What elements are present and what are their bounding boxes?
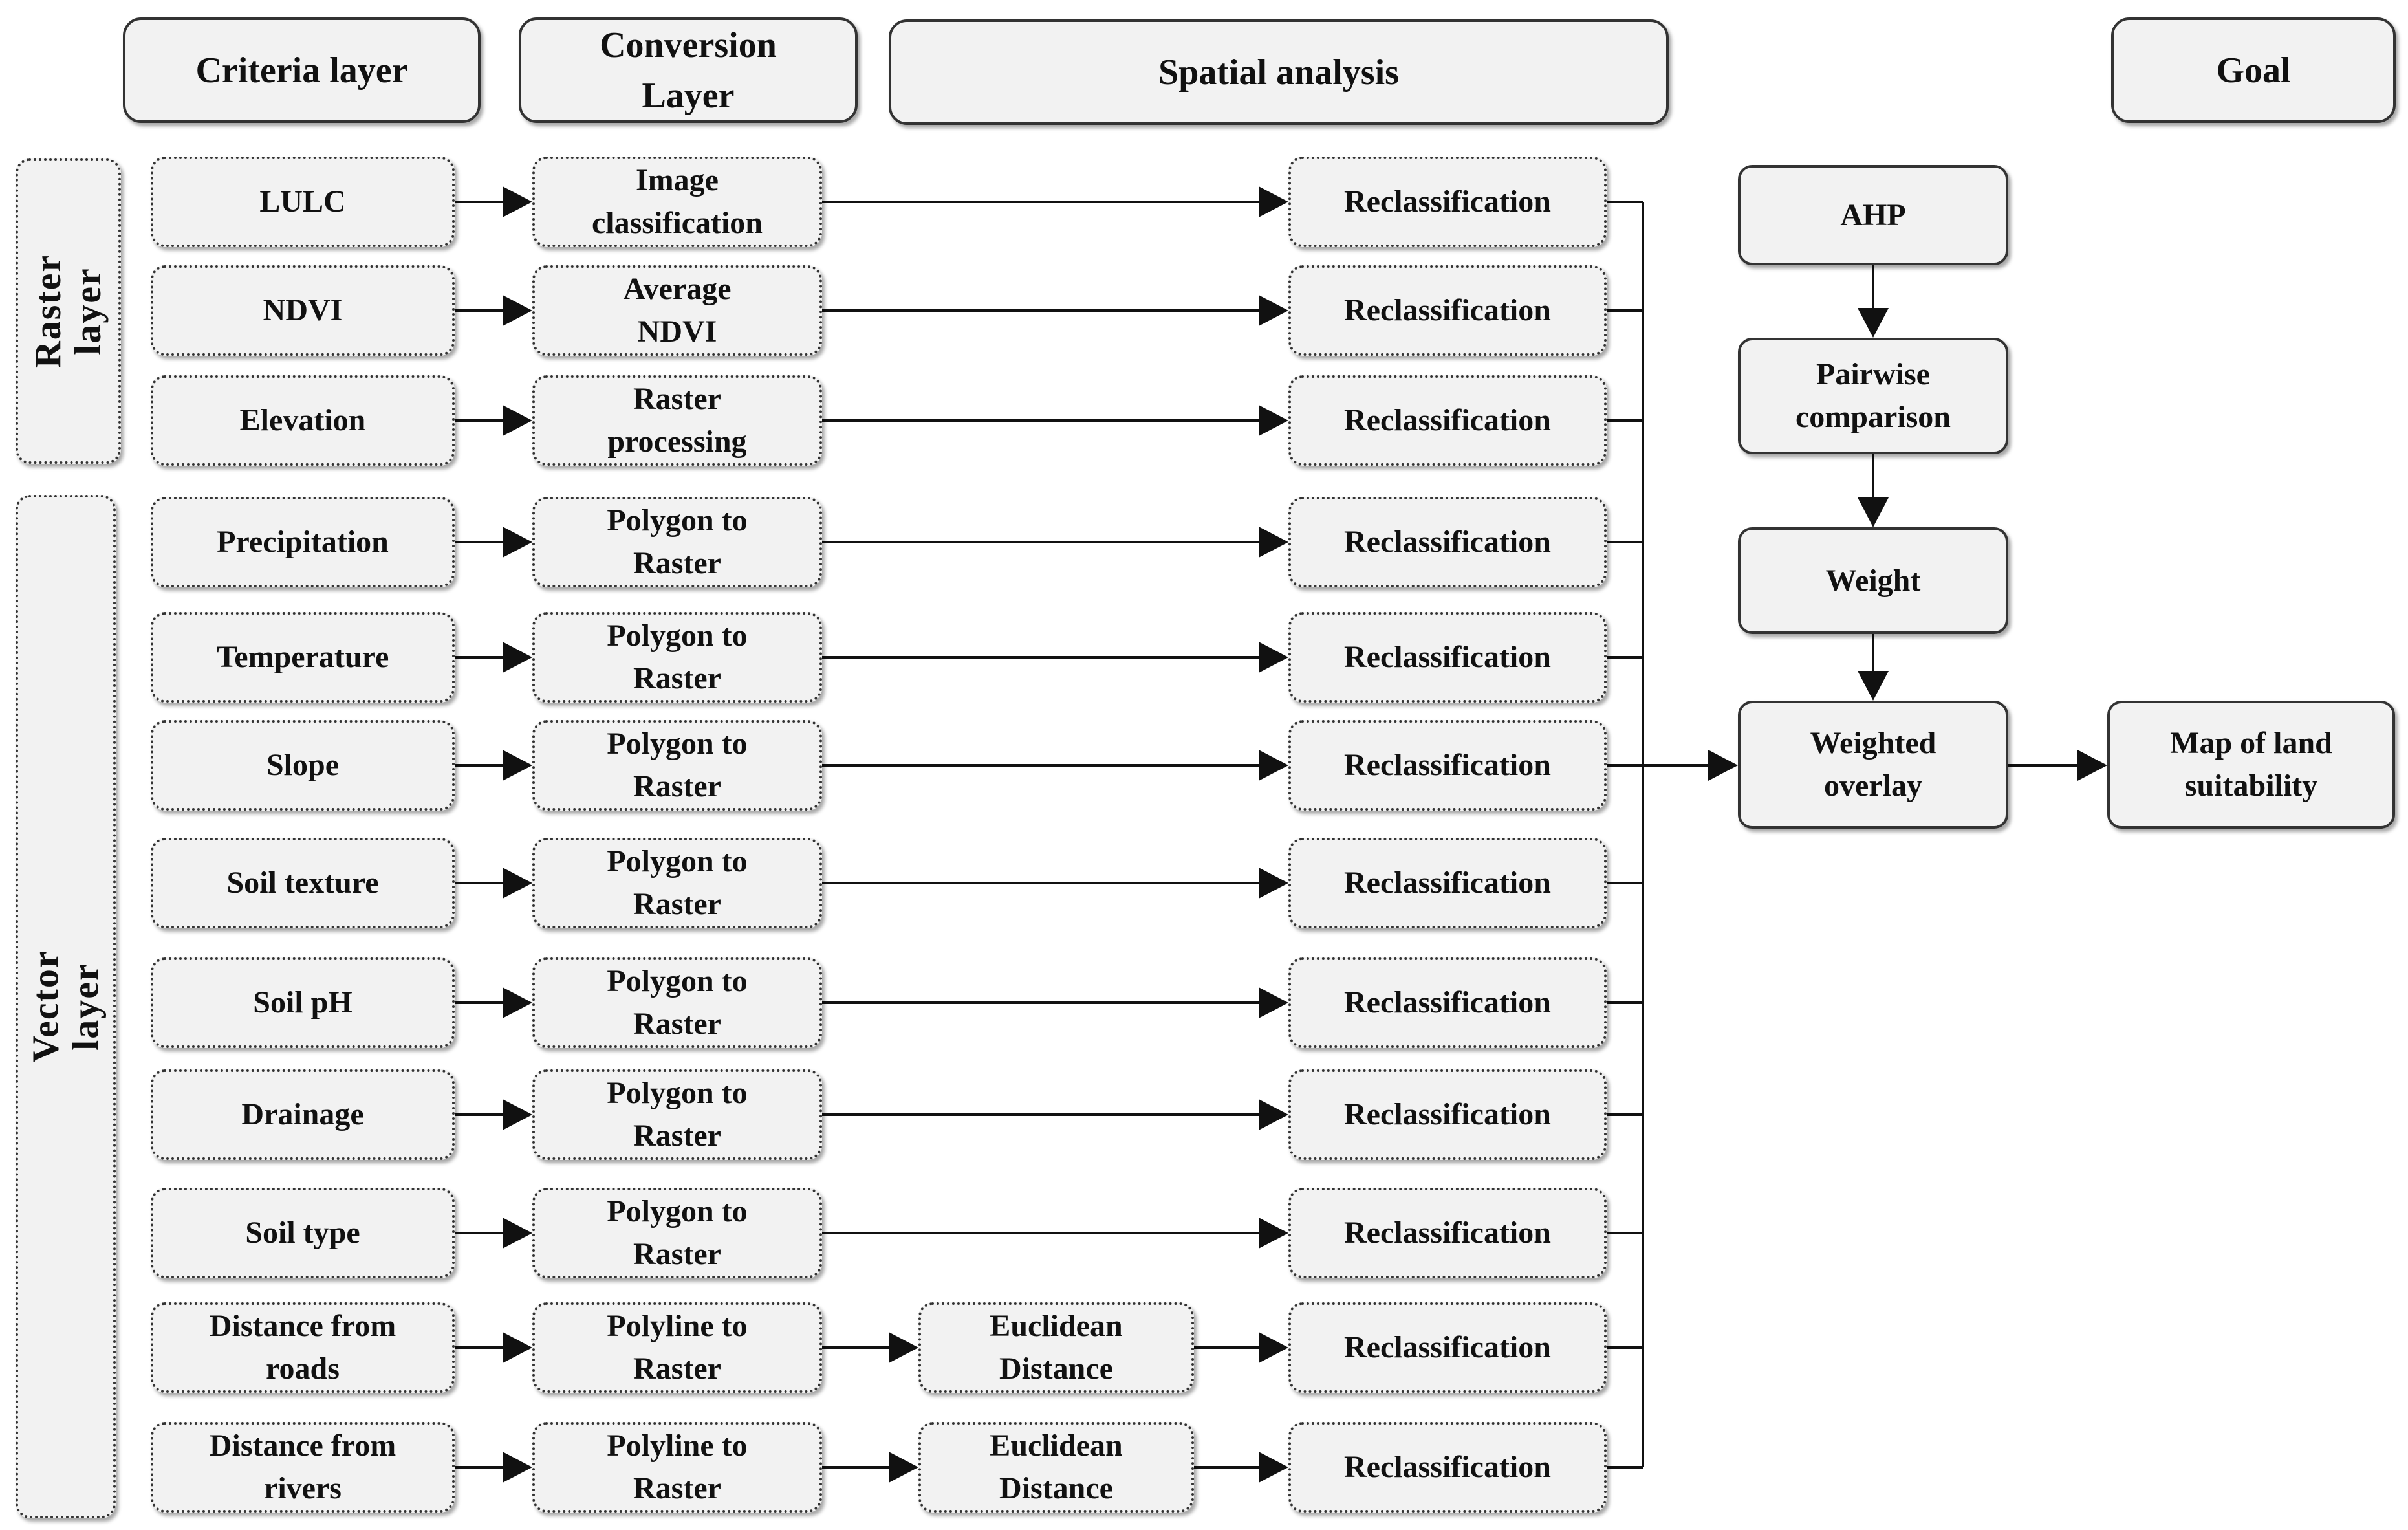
arrow-criteria-to-conversion-4-arrowhead	[503, 527, 532, 558]
arrow-criteria-to-conversion-11-arrowhead	[503, 1332, 532, 1363]
conversion-layer-header: Conversion Layer	[519, 17, 858, 123]
criteria-box-soil-ph: Soil pH	[151, 957, 455, 1048]
reclassification-box-8: Reclassification	[1288, 957, 1607, 1048]
arrow-conversion-to-reclass-4-arrowhead	[1259, 527, 1288, 558]
reclassification-box-7: Reclassification	[1288, 838, 1607, 928]
arrow-criteria-to-conversion-3-arrowhead	[503, 405, 532, 436]
criteria-box-soil-type: Soil type	[151, 1188, 455, 1278]
arrow-conversion-to-reclass-9-arrowhead	[1259, 1099, 1288, 1130]
arrow-criteria-to-conversion-12-arrowhead	[503, 1452, 532, 1483]
euclidean-distance-box-1: Euclidean Distance	[918, 1302, 1194, 1393]
spatial-analysis-header: Spatial analysis	[889, 19, 1669, 125]
conversion-box-8: Polygon to Raster	[532, 957, 822, 1048]
arrow-euclidean-to-reclass-2-arrowhead	[1259, 1452, 1288, 1483]
reclassification-box-4: Reclassification	[1288, 497, 1607, 587]
conversion-box-10: Polygon to Raster	[532, 1188, 822, 1278]
criteria-box-soil-texture: Soil texture	[151, 838, 455, 928]
conversion-box-2: Average NDVI	[532, 265, 822, 356]
arrow-criteria-to-conversion-6-arrowhead	[503, 750, 532, 781]
conversion-box-4: Polygon to Raster	[532, 497, 822, 587]
arrow-conversion-to-reclass-2-arrowhead	[1259, 295, 1288, 326]
reclassification-box-3: Reclassification	[1288, 375, 1607, 466]
arrow-criteria-to-conversion-5-arrowhead	[503, 642, 532, 673]
criteria-box-slope: Slope	[151, 720, 455, 811]
raster-layer-group: Raster layer	[16, 158, 121, 464]
conversion-box-11: Polyline to Raster	[532, 1302, 822, 1393]
arrow-criteria-to-conversion-8-arrowhead	[503, 987, 532, 1018]
criteria-box-distance-from-rivers: Distance from rivers	[151, 1422, 455, 1513]
arrow-conversion-to-reclass-7-arrowhead	[1259, 868, 1288, 899]
reclassification-box-1: Reclassification	[1288, 157, 1607, 247]
weighted-overlay-box: Weighted overlay	[1738, 701, 2008, 829]
vector-layer-group: Vector layer	[16, 495, 116, 1518]
arrow-conversion-to-euclidean-1-arrowhead	[889, 1332, 918, 1363]
arrow-conversion-to-reclass-6-arrowhead	[1259, 750, 1288, 781]
criteria-box-temperature: Temperature	[151, 612, 455, 703]
arrow-conversion-to-reclass-8-arrowhead	[1259, 987, 1288, 1018]
reclassification-box-10: Reclassification	[1288, 1188, 1607, 1278]
goal-header: Goal	[2111, 17, 2396, 123]
arrow-criteria-to-conversion-7-arrowhead	[503, 868, 532, 899]
criteria-layer-header: Criteria layer	[123, 17, 481, 123]
ahp-step-ahp: AHP	[1738, 165, 2008, 265]
criteria-box-precipitation: Precipitation	[151, 497, 455, 587]
arrow-weight-to-overlay-arrowhead	[1858, 671, 1889, 701]
conversion-box-7: Polygon to Raster	[532, 838, 822, 928]
reclassification-box-12: Reclassification	[1288, 1422, 1607, 1513]
euclidean-distance-box-2: Euclidean Distance	[918, 1422, 1194, 1513]
criteria-box-lulc: LULC	[151, 157, 455, 247]
conversion-box-9: Polygon to Raster	[532, 1069, 822, 1160]
conversion-box-6: Polygon to Raster	[532, 720, 822, 811]
criteria-box-distance-from-roads: Distance from roads	[151, 1302, 455, 1393]
arrow-criteria-to-conversion-2-arrowhead	[503, 295, 532, 326]
arrow-ahp-to-pairwise-arrowhead	[1858, 308, 1889, 338]
reclassification-box-6: Reclassification	[1288, 720, 1607, 811]
conversion-box-12: Polyline to Raster	[532, 1422, 822, 1513]
reclassification-box-9: Reclassification	[1288, 1069, 1607, 1160]
reclassification-box-11: Reclassification	[1288, 1302, 1607, 1393]
land-suitability-map-box: Map of land suitability	[2107, 701, 2395, 829]
reclassification-box-2: Reclassification	[1288, 265, 1607, 356]
reclassification-box-5: Reclassification	[1288, 612, 1607, 703]
criteria-box-drainage: Drainage	[151, 1069, 455, 1160]
arrow-conversion-to-reclass-10-arrowhead	[1259, 1218, 1288, 1249]
arrow-bus-to-weighted-overlay-arrowhead	[1708, 750, 1738, 781]
ahp-step-pairwise-comparison: Pairwise comparison	[1738, 338, 2008, 454]
arrow-conversion-to-reclass-3-arrowhead	[1259, 405, 1288, 436]
arrow-conversion-to-reclass-1-arrowhead	[1259, 186, 1288, 217]
arrow-overlay-to-map-arrowhead	[2077, 750, 2107, 781]
conversion-box-1: Image classification	[532, 157, 822, 247]
arrow-conversion-to-reclass-5-arrowhead	[1259, 642, 1288, 673]
conversion-box-5: Polygon to Raster	[532, 612, 822, 703]
conversion-box-3: Raster processing	[532, 375, 822, 466]
criteria-box-elevation: Elevation	[151, 375, 455, 466]
arrow-conversion-to-euclidean-2-arrowhead	[889, 1452, 918, 1483]
arrow-criteria-to-conversion-9-arrowhead	[503, 1099, 532, 1130]
arrow-euclidean-to-reclass-1-arrowhead	[1259, 1332, 1288, 1363]
arrow-pairwise-to-weight-arrowhead	[1858, 497, 1889, 527]
criteria-box-ndvi: NDVI	[151, 265, 455, 356]
ahp-step-weight: Weight	[1738, 527, 2008, 634]
arrow-criteria-to-conversion-1-arrowhead	[503, 186, 532, 217]
arrow-criteria-to-conversion-10-arrowhead	[503, 1218, 532, 1249]
